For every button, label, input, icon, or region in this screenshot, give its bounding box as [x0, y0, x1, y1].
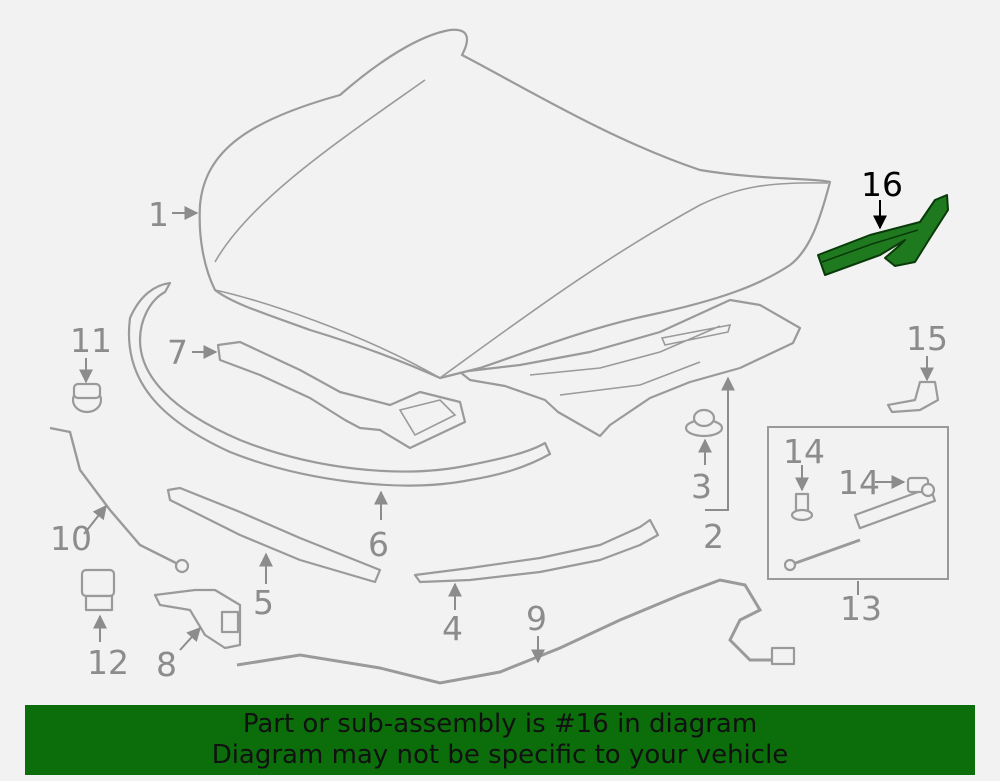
callout-3: 3: [691, 467, 712, 506]
latch-part: [80, 568, 116, 612]
clip-part: [71, 382, 103, 414]
right-molding-part: [413, 518, 660, 584]
info-banner: Part or sub-assembly is #16 in diagram D…: [25, 705, 975, 775]
parts-diagram: 1 2 3 4 5 6 7 8 9 10 11 12 13 14 14 15 1…: [49, 28, 949, 685]
grommet-part: [684, 408, 724, 438]
callout-14b: 14: [838, 463, 880, 502]
callout-14a: 14: [783, 432, 825, 471]
banner-line-2: Diagram may not be specific to your vehi…: [211, 740, 789, 770]
callout-5: 5: [253, 583, 274, 622]
banner-line-1: Part or sub-assembly is #16 in diagram: [242, 709, 758, 739]
callout-2: 2: [703, 517, 724, 556]
callout-15: 15: [906, 319, 948, 358]
callout-6: 6: [368, 525, 389, 564]
callout-11: 11: [70, 321, 112, 360]
bracket-15-part: [886, 380, 940, 414]
callout-13: 13: [840, 589, 882, 628]
front-seal-strip-part: [127, 281, 552, 487]
callout-1: 1: [148, 195, 169, 234]
radiator-support-cover-part: [216, 340, 467, 450]
callout-4: 4: [442, 609, 463, 648]
cable-9-part: [236, 578, 780, 685]
hood-insulator-part: [458, 298, 802, 438]
callout-9: 9: [526, 599, 547, 638]
ball-stud-part: [790, 492, 814, 522]
callout-10: 10: [50, 519, 92, 558]
callout-12: 12: [87, 643, 129, 682]
callout-8: 8: [156, 645, 177, 684]
left-molding-part: [166, 486, 382, 584]
hood-strut-part: [783, 486, 937, 572]
hood-hinge-highlight-part: [817, 194, 949, 276]
callout-7: 7: [167, 333, 188, 372]
lock-assembly-part: [153, 588, 242, 650]
callout-16: 16: [861, 165, 903, 204]
release-cable-part: [49, 426, 183, 568]
hood-part: [198, 28, 832, 380]
ball-stud-2-part: [906, 476, 936, 498]
